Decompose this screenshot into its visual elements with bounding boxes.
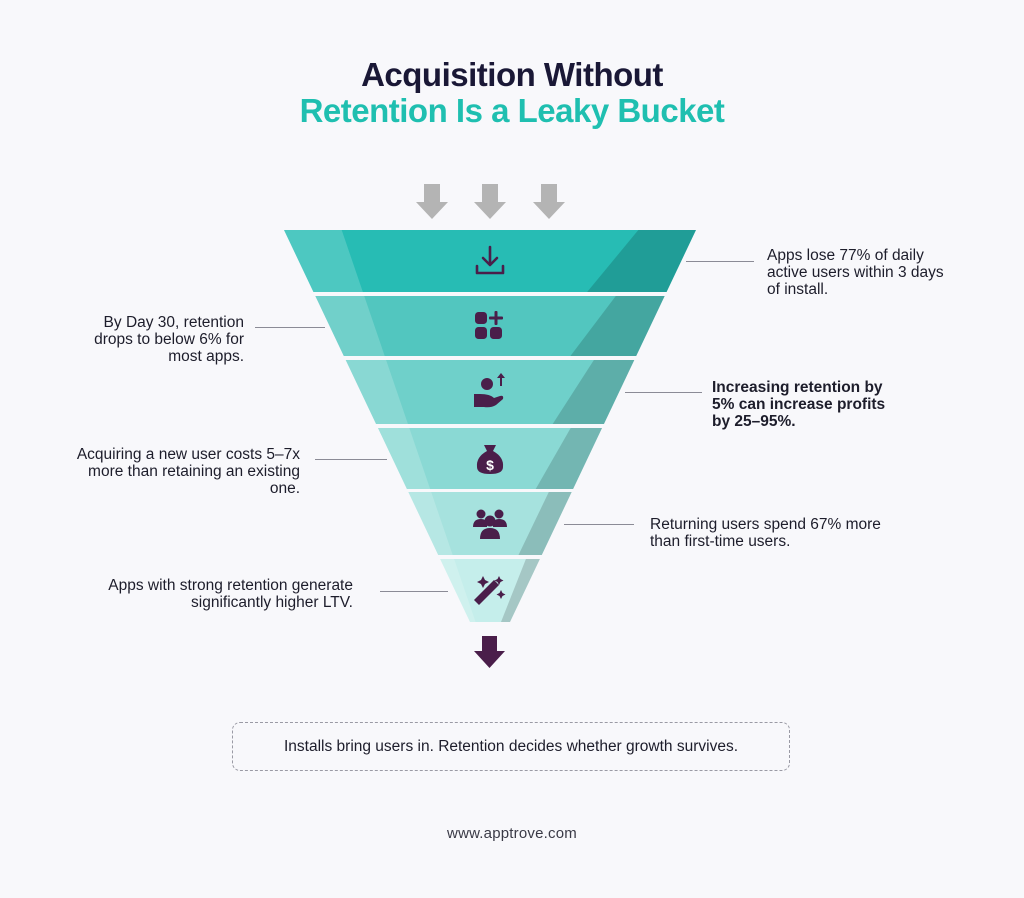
funnel-stages — [284, 230, 696, 622]
connector-right-1 — [686, 261, 754, 262]
incoming-arrow-left — [416, 184, 448, 219]
funnel-stage-shadow — [518, 492, 572, 555]
incoming-arrow-middle — [474, 184, 506, 219]
footer-statement: Installs bring users in. Retention decid… — [283, 737, 739, 755]
magic-wand-sparkles-icon — [474, 576, 506, 605]
connector-left-2 — [315, 459, 387, 460]
footer-statement-box: Installs bring users in. Retention decid… — [232, 722, 790, 771]
connector-right-3 — [564, 524, 634, 525]
callout-strong-retention-ltv: Apps with strong retention generate sign… — [108, 577, 353, 611]
funnel-stage-highlight — [315, 296, 385, 356]
funnel-stage-band — [315, 296, 665, 356]
funnel-stage-shadow — [552, 360, 635, 424]
website-url: www.apptrove.com — [447, 825, 577, 842]
incoming-arrows — [416, 184, 565, 219]
title-line-2: Retention Is a Leaky Bucket — [299, 92, 725, 129]
incoming-arrow-right — [533, 184, 565, 219]
funnel-stage-highlight — [377, 428, 431, 489]
callout-returning-users: Returning users spend 67% more than firs… — [650, 516, 881, 550]
hand-money-up-icon — [474, 373, 505, 408]
funnel-stage-2 — [315, 296, 665, 356]
users-group-icon — [473, 509, 507, 539]
title-line-1: Acquisition Without — [361, 56, 663, 93]
connector-left-1 — [255, 327, 325, 328]
funnel-stage-highlight — [440, 559, 476, 622]
callout-day-30-retention: By Day 30, retention drops to below 6% f… — [94, 314, 244, 365]
outgoing-arrow — [474, 636, 505, 668]
callout-daily-active-users: Apps lose 77% of daily active users with… — [767, 247, 944, 298]
callout-retention-profits: Increasing retention by 5% can increase … — [712, 379, 886, 430]
funnel-stage-highlight — [284, 230, 363, 292]
funnel-stage-shadow — [587, 230, 696, 292]
download-icon — [475, 245, 505, 275]
apps-grid-plus-icon — [475, 311, 503, 339]
money-bag-icon: $ — [476, 445, 504, 474]
connector-right-2 — [625, 392, 702, 393]
funnel-stage-3 — [345, 360, 635, 424]
connector-left-3 — [380, 591, 448, 592]
funnel-stage-shadow — [501, 559, 540, 622]
funnel-stage-shadow — [535, 428, 603, 489]
callout-acquisition-cost: Acquiring a new user costs 5–7x more tha… — [76, 446, 300, 497]
svg-text:$: $ — [486, 457, 494, 473]
funnel-stage-band — [345, 360, 635, 424]
funnel-stage-shadow — [570, 296, 665, 356]
funnel-stage-highlight — [345, 360, 408, 424]
funnel-stage-highlight — [408, 492, 453, 555]
